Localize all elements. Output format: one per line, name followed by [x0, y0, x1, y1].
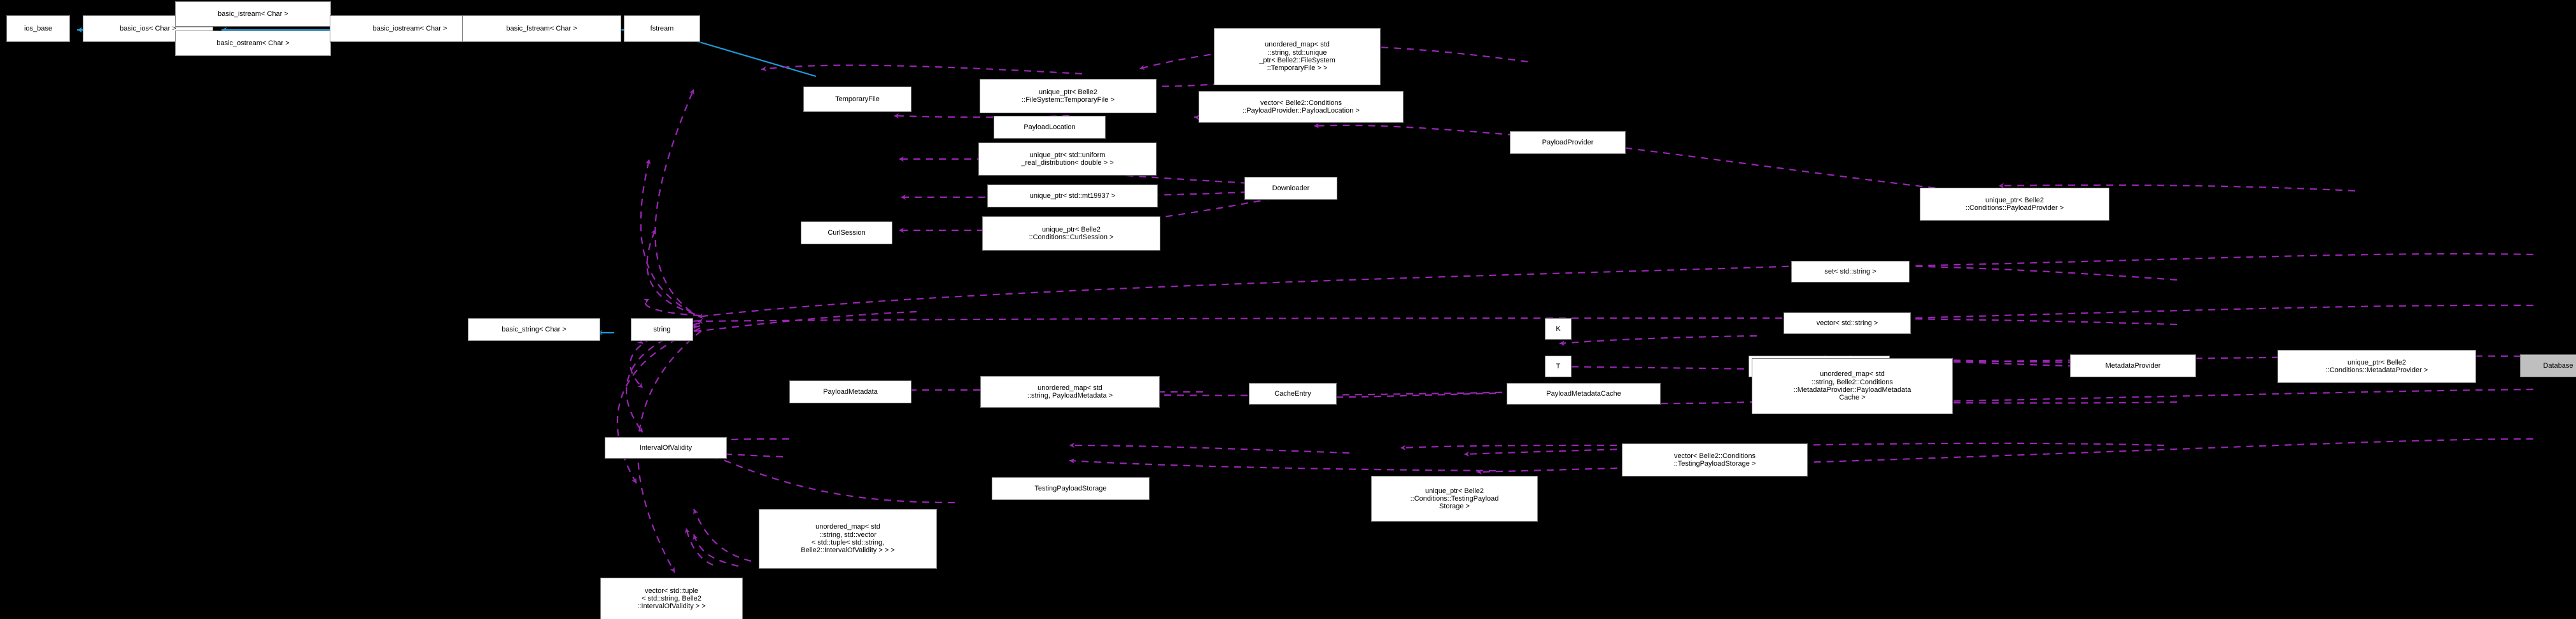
node-label: basic_iostream< Char > — [372, 24, 447, 32]
node-label: unordered_map< std ::string, std::unique… — [1259, 41, 1335, 73]
node-label: vector< Belle2::Conditions ::TestingPayl… — [1673, 452, 1756, 468]
node-label: unique_ptr< Belle2 ::Conditions::Metadat… — [2325, 358, 2428, 374]
node-TemporaryFile[interactable]: TemporaryFile — [803, 87, 911, 112]
node-label: CurlSession — [827, 228, 866, 237]
node-label: Downloader — [1272, 184, 1310, 192]
node-label: set< std::string > — [1824, 267, 1876, 275]
node-PayloadMetadata[interactable]: PayloadMetadata — [789, 380, 911, 403]
node-IntervalOfValidity[interactable]: IntervalOfValidity — [605, 437, 727, 459]
node-CurlSession[interactable]: CurlSession — [801, 221, 892, 244]
node-vector-testingpayloadstorage[interactable]: vector< Belle2::Conditions ::TestingPayl… — [1622, 443, 1808, 476]
node-label: PayloadLocation — [1024, 123, 1076, 131]
node-label: MetadataProvider — [2105, 361, 2161, 370]
node-vector-tuple-intervalofvalidity[interactable]: vector< std::tuple < std::string, Belle2… — [600, 578, 743, 619]
node-label: Database — [2543, 361, 2573, 370]
node-label: unordered_map< std ::string, Belle2::Con… — [1793, 370, 1911, 402]
node-label: T — [1556, 362, 1561, 370]
node-unique_ptr-mt19937[interactable]: unique_ptr< std::mt19937 > — [987, 184, 1158, 207]
node-label: string — [653, 325, 671, 333]
node-label: CacheEntry — [1274, 389, 1311, 398]
node-unique_ptr-payloadprovider[interactable]: unique_ptr< Belle2 ::Conditions::Payload… — [1920, 188, 2109, 221]
node-unique_ptr-metadataprovider[interactable]: unique_ptr< Belle2 ::Conditions::Metadat… — [2277, 350, 2476, 383]
node-T[interactable]: T — [1545, 356, 1572, 377]
node-basic_string[interactable]: basic_string< Char > — [468, 318, 600, 341]
node-label: basic_string< Char > — [502, 325, 567, 333]
node-unique_ptr-temporaryfile[interactable]: unique_ptr< Belle2 ::FileSystem::Tempora… — [980, 79, 1157, 113]
node-label: basic_fstream< Char > — [506, 24, 577, 32]
node-label: vector< Belle2::Conditions ::PayloadProv… — [1242, 99, 1360, 115]
node-label: PayloadMetadataCache — [1546, 389, 1621, 398]
node-MetadataProvider[interactable]: MetadataProvider — [2070, 354, 2196, 377]
node-vector-string[interactable]: vector< std::string > — [1784, 312, 1911, 334]
node-label: unique_ptr< Belle2 ::Conditions::CurlSes… — [1029, 225, 1114, 241]
node-basic_ostream[interactable]: basic_ostream< Char > — [175, 31, 331, 56]
node-label: vector< std::string > — [1816, 319, 1878, 327]
node-unique_ptr-curlsession[interactable]: unique_ptr< Belle2 ::Conditions::CurlSes… — [982, 216, 1160, 251]
node-label: unique_ptr< Belle2 ::FileSystem::Tempora… — [1022, 88, 1115, 104]
node-PayloadProvider[interactable]: PayloadProvider — [1510, 131, 1626, 154]
node-label: ios_base — [24, 24, 53, 32]
node-unordered_map-payloadmetadatacache[interactable]: unordered_map< std ::string, Belle2::Con… — [1752, 358, 1953, 414]
node-basic_istream[interactable]: basic_istream< Char > — [175, 1, 331, 27]
node-label: unique_ptr< Belle2 ::Conditions::Testing… — [1410, 487, 1499, 511]
node-label: unordered_map< std ::string, PayloadMeta… — [1027, 384, 1113, 400]
node-label: fstream — [650, 24, 674, 32]
node-K[interactable]: K — [1545, 318, 1572, 340]
node-label: PayloadProvider — [1542, 138, 1594, 146]
node-label: K — [1556, 324, 1561, 333]
node-unordered_map-string-temporaryfile[interactable]: unordered_map< std ::string, std::unique… — [1214, 28, 1381, 85]
node-unique_ptr-testingpayloadstorage[interactable]: unique_ptr< Belle2 ::Conditions::Testing… — [1371, 476, 1538, 522]
node-string[interactable]: string — [631, 318, 693, 341]
node-Downloader[interactable]: Downloader — [1244, 177, 1337, 200]
node-label: TemporaryFile — [835, 95, 880, 103]
node-fstream[interactable]: fstream — [624, 15, 700, 42]
node-label: unordered_map< std ::string, std::vector… — [801, 523, 895, 555]
node-label: TestingPayloadStorage — [1034, 484, 1107, 492]
node-Database[interactable]: Database — [2520, 354, 2576, 377]
node-unordered_map-string-payloadmetadata[interactable]: unordered_map< std ::string, PayloadMeta… — [980, 376, 1160, 408]
node-label: vector< std::tuple < std::string, Belle2… — [637, 587, 706, 611]
node-TestingPayloadStorage[interactable]: TestingPayloadStorage — [992, 477, 1150, 500]
node-unordered_map-intervalofvalidity[interactable]: unordered_map< std ::string, std::vector… — [759, 509, 937, 569]
node-basic_fstream[interactable]: basic_fstream< Char > — [462, 15, 621, 42]
node-vector-payloadlocation[interactable]: vector< Belle2::Conditions ::PayloadProv… — [1199, 91, 1404, 123]
node-label: unique_ptr< std::uniform _real_distribut… — [1021, 151, 1114, 167]
node-label: basic_istream< Char > — [218, 10, 288, 18]
node-label: unique_ptr< Belle2 ::Conditions::Payload… — [1965, 196, 2064, 212]
node-PayloadLocation[interactable]: PayloadLocation — [994, 116, 1106, 139]
node-label: IntervalOfValidity — [639, 443, 693, 452]
node-PayloadMetadataCache[interactable]: PayloadMetadataCache — [1507, 383, 1661, 405]
node-label: basic_ios< Char > — [120, 24, 176, 32]
node-label: unique_ptr< std::mt19937 > — [1029, 191, 1116, 200]
node-unique_ptr-uniform-real-distribution[interactable]: unique_ptr< std::uniform _real_distribut… — [978, 143, 1157, 176]
node-label: basic_ostream< Char > — [216, 39, 290, 47]
node-set-string[interactable]: set< std::string > — [1791, 261, 1910, 282]
node-label: PayloadMetadata — [823, 387, 878, 396]
node-CacheEntry[interactable]: CacheEntry — [1249, 383, 1337, 405]
node-ios_base[interactable]: ios_base — [6, 15, 70, 42]
